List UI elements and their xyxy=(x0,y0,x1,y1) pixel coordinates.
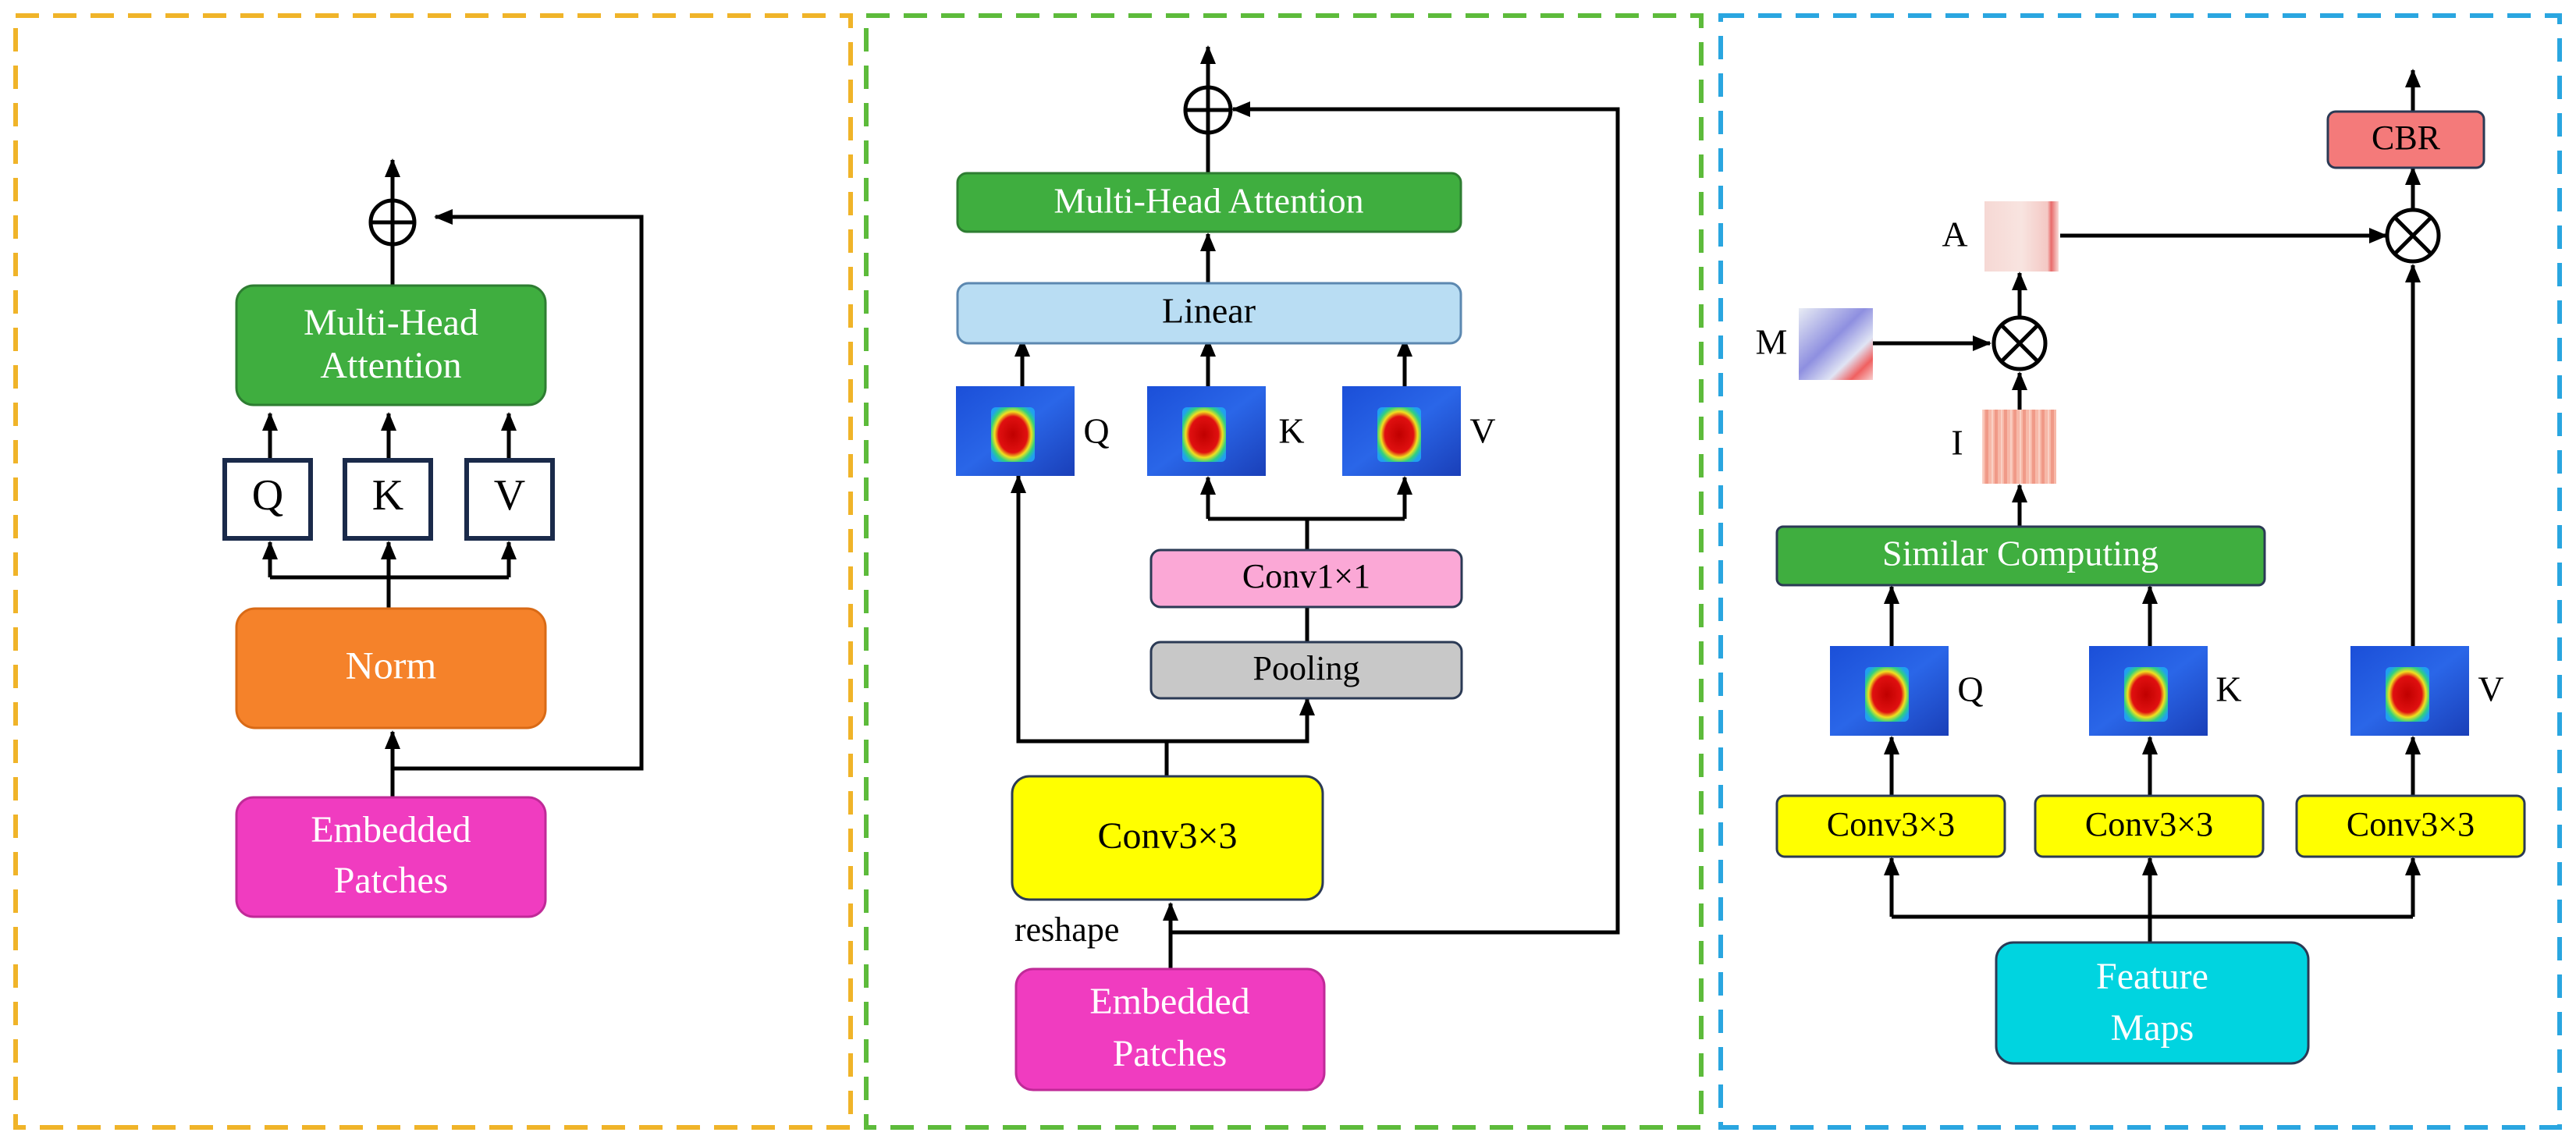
p2-embedded-label-1: Embedded xyxy=(1089,981,1249,1022)
p3-conv-q-label: Conv3×3 xyxy=(1827,805,1955,843)
p3-feature-label-2: Maps xyxy=(2111,1007,2194,1049)
p2-conv3-label: Conv3×3 xyxy=(1097,815,1237,857)
p2-conv3-to-q xyxy=(1011,474,1169,776)
p3-a-matrix xyxy=(1984,201,2059,272)
p3-conv-k-box xyxy=(2034,794,2265,858)
p3-conv-v-box xyxy=(2295,794,2526,858)
p2-k-heatmap xyxy=(1147,386,1266,476)
p3-m-label: M xyxy=(1756,322,1788,362)
p2-k-label: K xyxy=(1278,411,1304,451)
p2-pooling-box xyxy=(1149,641,1463,700)
p1-embedded-box xyxy=(235,796,547,918)
p1-norm-box xyxy=(235,607,547,729)
p2-attention-box xyxy=(956,172,1462,233)
p1-q-label: Q xyxy=(252,471,283,520)
p2-q-label: Q xyxy=(1083,411,1109,451)
p2-conv3-box xyxy=(1011,775,1324,901)
p3-conv-k-label: Conv3×3 xyxy=(2085,805,2213,843)
p2-attention-label: Multi-Head Attention xyxy=(1053,181,1363,221)
panel-3 xyxy=(1873,69,2421,942)
p2-residual xyxy=(1171,101,1620,935)
p3-k-label: K xyxy=(2215,669,2241,709)
p3-v-label: V xyxy=(2478,669,2503,709)
p2-reshape-label: reshape xyxy=(1014,910,1119,949)
panel-2 xyxy=(1011,45,1620,969)
p2-v-heatmap xyxy=(1342,386,1461,476)
p3-v-heatmap xyxy=(2350,646,2469,736)
p3-feature-label-1: Feature xyxy=(2096,956,2208,997)
p2-conv1-label: Conv1×1 xyxy=(1242,557,1370,595)
panel-1 xyxy=(262,158,644,797)
p2-linear-label: Linear xyxy=(1162,291,1256,331)
p1-k-box xyxy=(343,458,433,541)
p3-mult-mid-x2 xyxy=(2000,324,2039,363)
panel-1-border xyxy=(13,13,853,1130)
p1-embedded-label-2: Patches xyxy=(334,860,449,901)
p3-m-matrix xyxy=(1799,308,1873,380)
p3-feature-box xyxy=(1995,941,2310,1065)
p3-conv-q-box xyxy=(1775,794,2006,858)
p2-q-heatmap xyxy=(956,386,1075,476)
panel-3-border xyxy=(1718,13,2562,1130)
p3-similar-label: Similar Computing xyxy=(1882,534,2159,573)
p1-embedded-label-1: Embedded xyxy=(311,809,471,850)
p1-v-box xyxy=(464,458,555,541)
p3-k-heatmap xyxy=(2089,646,2208,736)
p2-embedded-label-2: Patches xyxy=(1113,1033,1228,1074)
p1-attention-box xyxy=(235,284,547,406)
p2-v-label: V xyxy=(1469,411,1495,451)
p3-q-label: Q xyxy=(1957,669,1983,709)
p3-i-matrix xyxy=(1982,410,2056,484)
p1-attention-label-1: Multi-Head xyxy=(304,302,478,343)
p1-q-box xyxy=(222,458,313,541)
p2-pooling-label: Pooling xyxy=(1253,649,1360,687)
p3-conv-v-label: Conv3×3 xyxy=(2347,805,2475,843)
p1-k-label: K xyxy=(372,471,403,520)
panel-2-border xyxy=(864,13,1704,1130)
p3-i-label: I xyxy=(1951,423,1963,463)
p3-cbr-box xyxy=(2326,110,2485,169)
p1-v-label: V xyxy=(494,471,525,520)
p3-cbr-label: CBR xyxy=(2372,119,2441,157)
p2-linear-box xyxy=(956,282,1462,345)
p3-mult-top-x2 xyxy=(2393,216,2432,255)
p1-residual xyxy=(393,209,644,771)
p1-attention-label-2: Attention xyxy=(320,345,461,386)
p3-a-label: A xyxy=(1942,215,1967,254)
p2-conv3-to-pool xyxy=(1167,697,1315,744)
p2-conv1-box xyxy=(1149,548,1463,609)
p1-norm-label: Norm xyxy=(346,643,437,687)
p2-embedded-box xyxy=(1014,967,1326,1092)
p3-q-heatmap xyxy=(1830,646,1949,736)
p3-similar-box xyxy=(1775,525,2266,587)
